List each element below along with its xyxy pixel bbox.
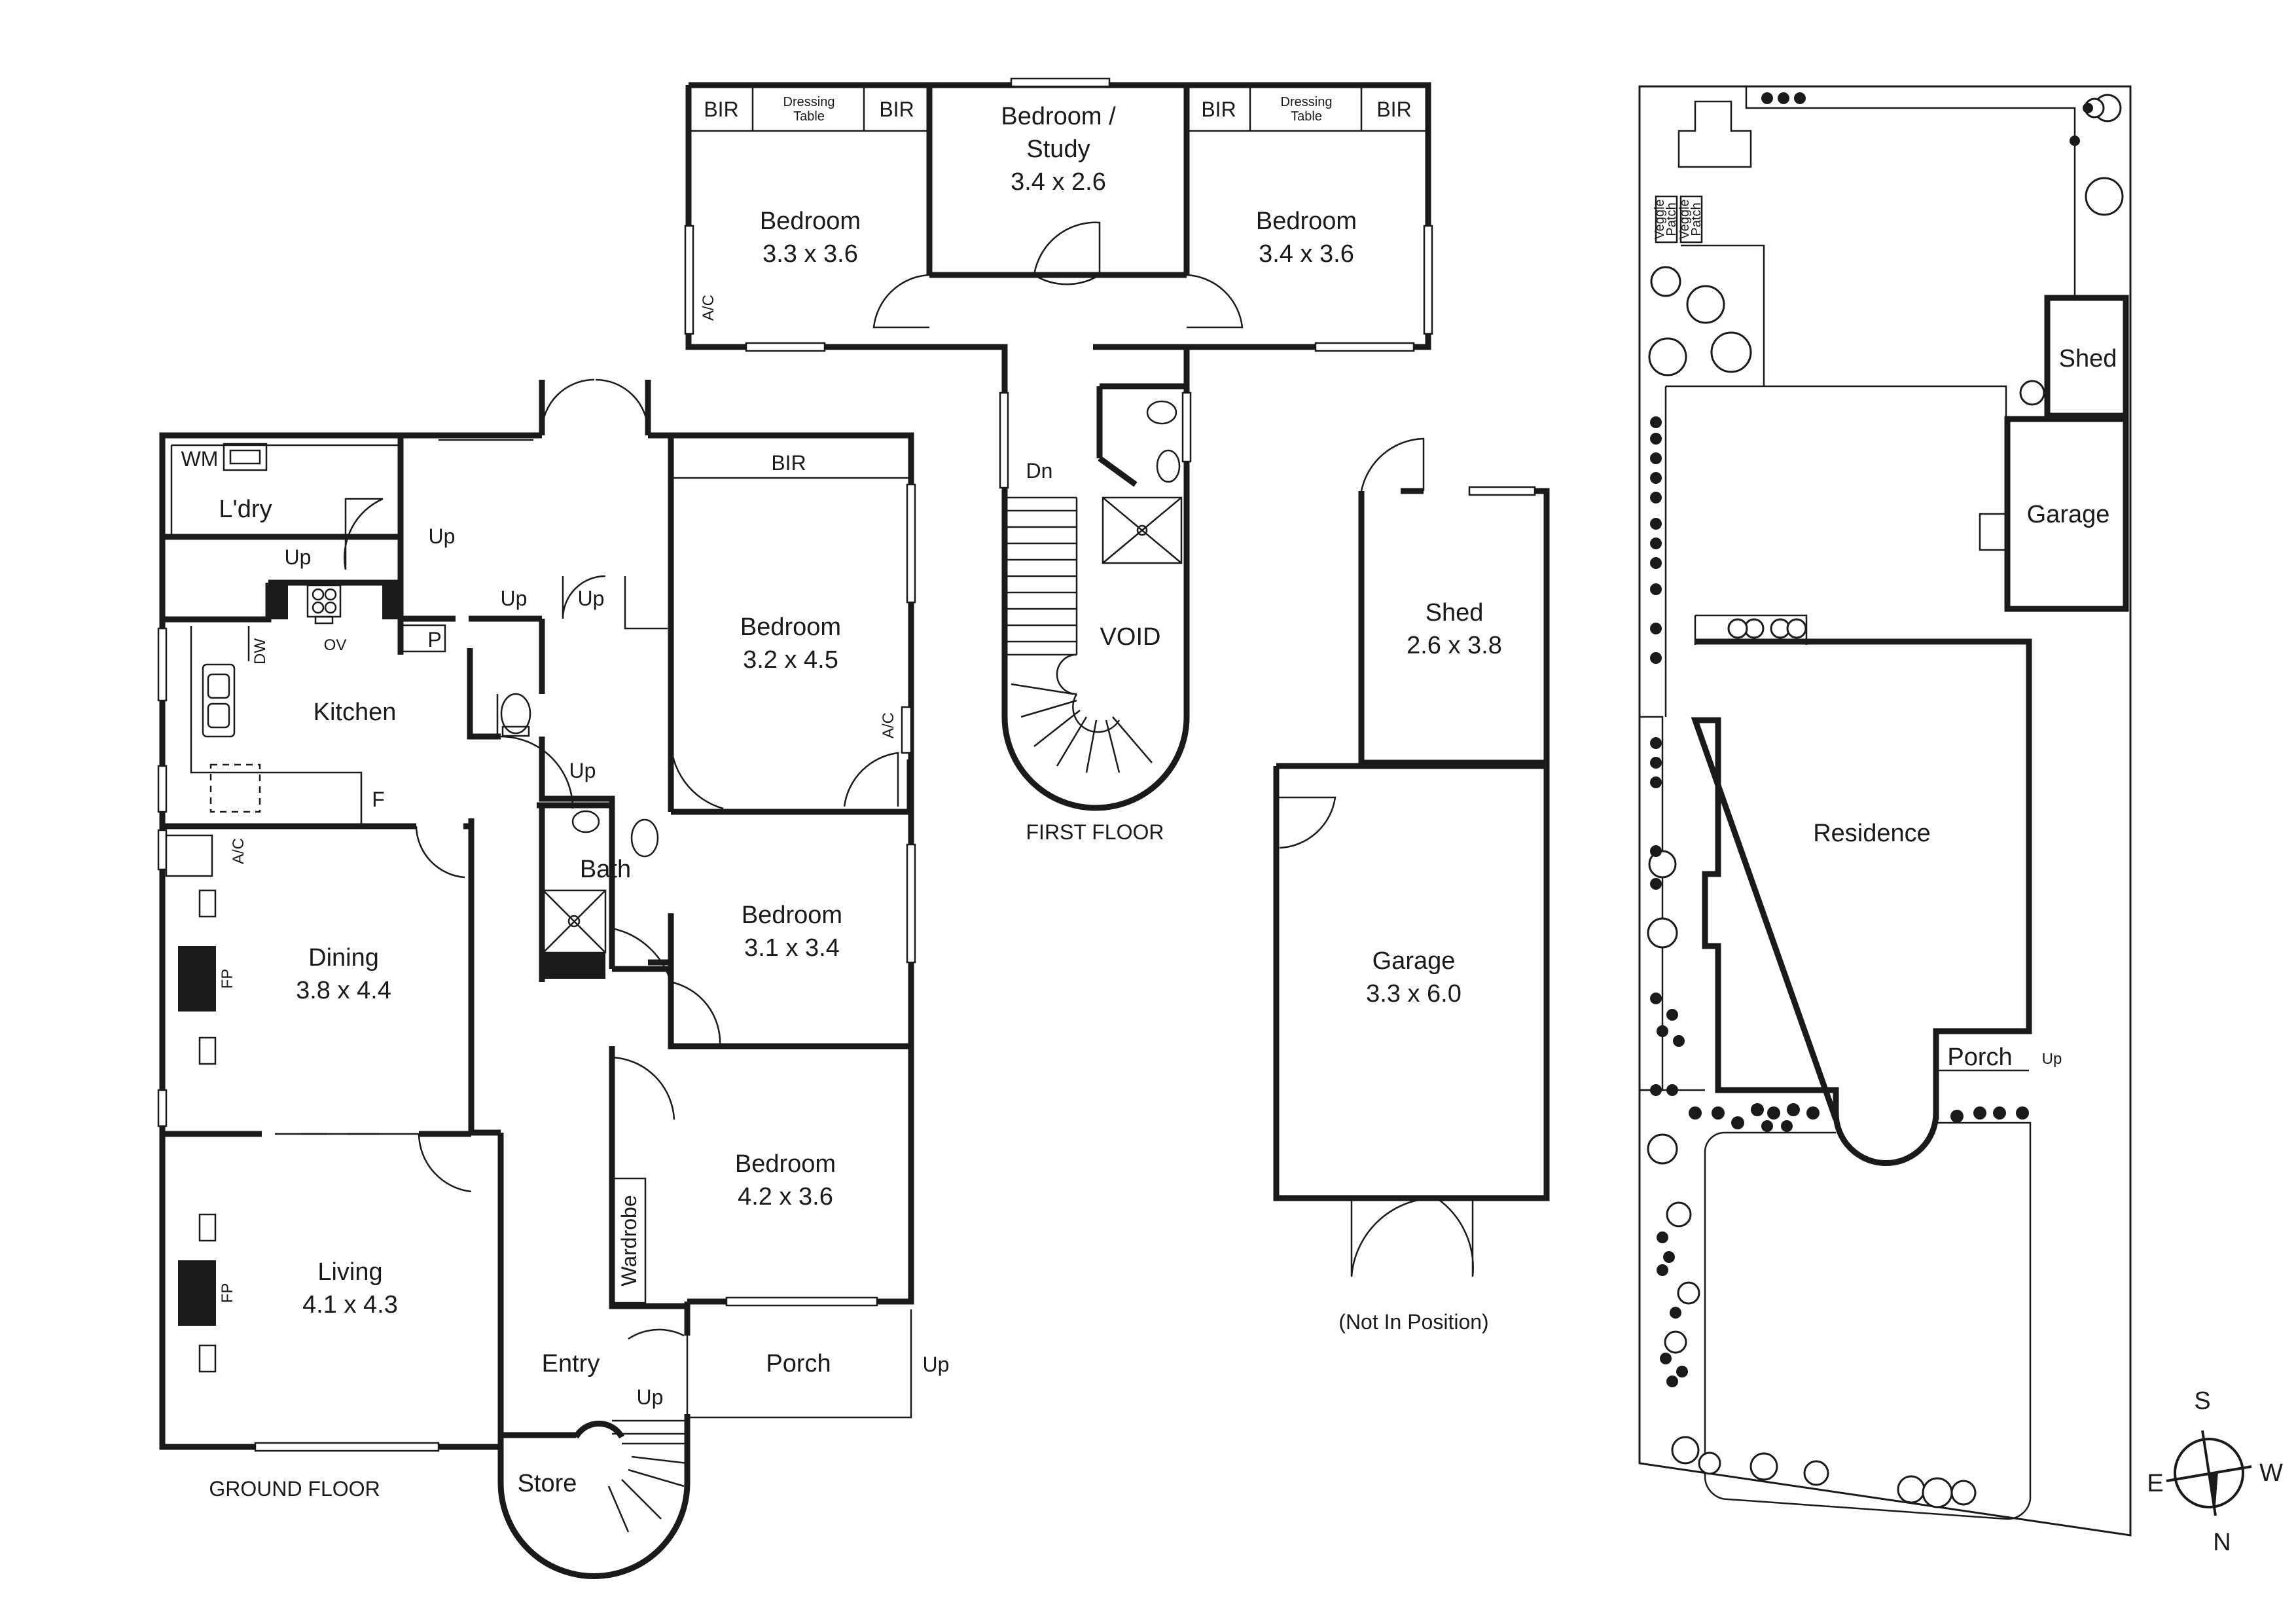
- up-hall-left-label: Up: [501, 587, 528, 610]
- table-2-label: Table: [1291, 109, 1322, 124]
- garage-size: 3.3 x 6.0: [1366, 980, 1462, 1008]
- up-laundry-label: Up: [285, 545, 312, 569]
- bir-3-label: BIR: [1201, 98, 1236, 121]
- first-floor-plan: [684, 77, 1433, 811]
- dw-label: DW: [251, 638, 269, 665]
- compass: S W E N: [2147, 1387, 2283, 1556]
- up-entry-label: Up: [637, 1385, 664, 1409]
- garage-label: Garage: [1372, 947, 1456, 975]
- compass-w: W: [2259, 1459, 2283, 1487]
- study-label-2: Study: [1026, 136, 1090, 163]
- table-1-label: Table: [793, 109, 825, 124]
- site-up-label: Up: [2042, 1050, 2062, 1068]
- store-label: Store: [518, 1470, 577, 1497]
- bedroom1-size: 3.2 x 4.5: [743, 646, 838, 674]
- oven-label: OV: [324, 636, 347, 654]
- site-shed-label: Shed: [2059, 345, 2117, 373]
- bedroom3-label: Bedroom: [735, 1150, 836, 1178]
- living-size: 4.1 x 4.3: [302, 1291, 398, 1319]
- dining-size: 3.8 x 4.4: [296, 977, 391, 1004]
- bedroom-a-size: 3.3 x 3.6: [762, 240, 858, 268]
- bir-2-label: BIR: [879, 98, 914, 121]
- compass-s: S: [2194, 1387, 2210, 1415]
- ground-floor-plan: [157, 378, 916, 1579]
- dining-label: Dining: [308, 944, 379, 972]
- fp-dining-label: FP: [219, 969, 236, 989]
- bedroom3-size: 4.2 x 3.6: [738, 1183, 833, 1211]
- site-plan: [1638, 85, 2132, 1537]
- up-porch-label: Up: [923, 1353, 950, 1376]
- bath-label: Bath: [580, 856, 631, 883]
- entry-label: Entry: [542, 1350, 600, 1377]
- bedroom-b-label: Bedroom: [1256, 208, 1357, 235]
- dn-label: Dn: [1026, 459, 1053, 483]
- ac-ground-label: A/C: [230, 838, 247, 864]
- kitchen-label: Kitchen: [314, 699, 397, 726]
- dressing-1-label: Dressing: [783, 95, 835, 109]
- patch-label-2: Patch: [1689, 202, 1704, 236]
- bedroom-a-label: Bedroom: [760, 208, 861, 235]
- ac-bedroom-label: A/C: [880, 712, 897, 739]
- pantry-label: P: [427, 628, 441, 651]
- study-size: 3.4 x 2.6: [1011, 168, 1106, 196]
- living-label: Living: [317, 1258, 382, 1286]
- bir-1-label: BIR: [704, 98, 738, 121]
- ac-first-label: A/C: [700, 295, 717, 321]
- outbuildings-plan: [1273, 437, 1550, 1277]
- fridge-label: F: [372, 788, 385, 811]
- patch-label-1: Patch: [1664, 202, 1679, 236]
- wm-label: WM: [181, 447, 219, 471]
- residence-label: Residence: [1813, 820, 1931, 847]
- compass-e: E: [2147, 1470, 2163, 1497]
- up-bath-label: Up: [569, 759, 596, 782]
- bir-ground-label: BIR: [771, 451, 806, 475]
- veggie-label-1: Veggie: [1653, 199, 1667, 239]
- site-porch-label: Porch: [1947, 1044, 2012, 1071]
- study-label: Bedroom /: [1001, 103, 1116, 130]
- compass-n: N: [2213, 1529, 2231, 1556]
- up-hall-right-label: Up: [578, 587, 605, 610]
- bedroom2-label: Bedroom: [742, 902, 842, 929]
- bedroom1-label: Bedroom: [740, 613, 841, 641]
- veggie-label-2: Veggie: [1677, 199, 1692, 239]
- shed-size: 2.6 x 3.8: [1407, 632, 1502, 659]
- site-garage-label: Garage: [2027, 501, 2110, 528]
- bedroom-b-size: 3.4 x 3.6: [1259, 240, 1354, 268]
- wardrobe-label: Wardrobe: [617, 1195, 641, 1286]
- first-floor-title: FIRST FLOOR: [1026, 820, 1164, 844]
- not-in-position-note: (Not In Position): [1338, 1310, 1488, 1334]
- ground-floor-title: GROUND FLOOR: [209, 1477, 380, 1501]
- fp-living-label: FP: [219, 1283, 236, 1304]
- shed-label: Shed: [1426, 599, 1484, 627]
- up-rear-label: Up: [429, 524, 456, 548]
- laundry-label: L'dry: [219, 496, 272, 523]
- porch-label: Porch: [766, 1350, 831, 1377]
- bedroom2-size: 3.1 x 3.4: [744, 934, 840, 962]
- void-label: VOID: [1100, 623, 1161, 651]
- dressing-2-label: Dressing: [1281, 95, 1333, 109]
- bir-4-label: BIR: [1376, 98, 1411, 121]
